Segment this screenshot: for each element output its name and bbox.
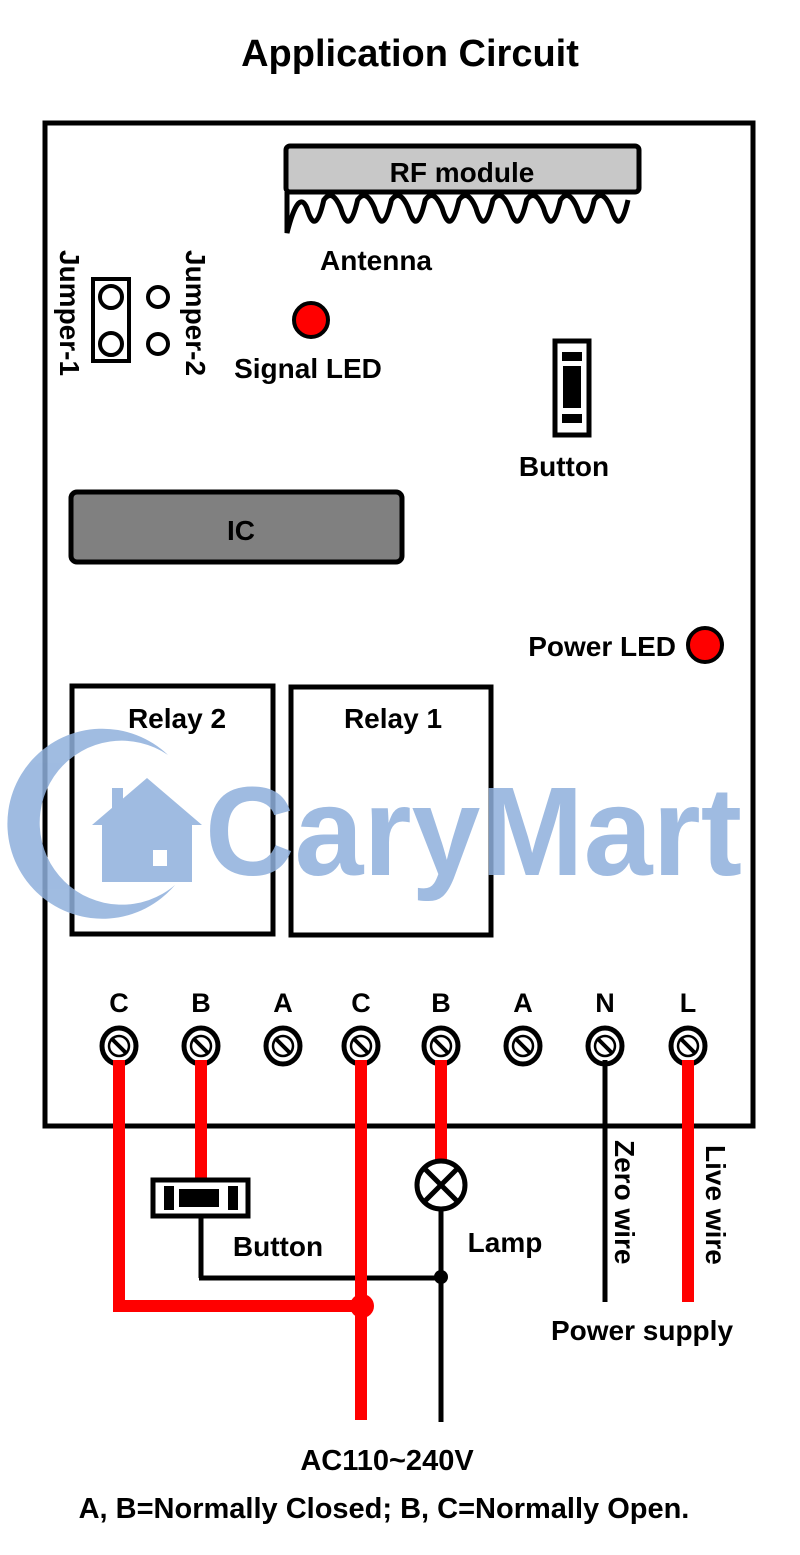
terminal-n-7: N — [585, 988, 625, 1067]
house-window-icon — [153, 850, 167, 866]
ic-label: IC — [227, 515, 255, 546]
watermark-brand: CaryMart — [205, 761, 742, 902]
jumper-2-pin-top — [146, 285, 170, 309]
external-button-contact-right — [228, 1186, 238, 1210]
screw-head-icon — [271, 1034, 295, 1058]
diagram-title: Application Circuit — [241, 33, 579, 75]
lamp-label: Lamp — [468, 1227, 543, 1258]
external-button-label: Button — [233, 1231, 323, 1262]
terminal-label: B — [431, 988, 451, 1018]
jumper-2-label: Jumper-2 — [180, 250, 211, 376]
terminal-label: A — [513, 988, 533, 1018]
terminal-a-6: A — [503, 988, 543, 1067]
terminal-label: B — [191, 988, 211, 1018]
relay-2 — [69, 683, 276, 937]
lamp-cross-b — [422, 1166, 460, 1204]
antenna-label: Antenna — [320, 245, 432, 276]
rf-module-box — [283, 143, 642, 195]
screw-slot-icon — [678, 1036, 698, 1056]
jumper-2-pin-bottom — [146, 332, 170, 356]
rf-module: RF module Antenna — [283, 143, 642, 276]
relay-1 — [288, 684, 494, 938]
jumper-1-label: Jumper-1 — [54, 250, 85, 376]
board-outline — [42, 120, 756, 1129]
screw-slot-icon — [431, 1036, 451, 1056]
terminal-label: A — [273, 988, 293, 1018]
house-logo-icon — [92, 778, 202, 882]
ac-voltage-label: AC110~240V — [300, 1445, 474, 1477]
terminal-label: L — [680, 988, 697, 1018]
jumper-1-pin-top — [98, 284, 124, 310]
power-led-icon — [686, 626, 724, 664]
board-button: Button — [519, 338, 609, 482]
terminal-label: N — [595, 988, 615, 1018]
screw-slot-icon — [595, 1036, 615, 1056]
board-button-plunger — [563, 366, 581, 408]
rf-module-label: RF module — [390, 157, 535, 188]
carymart-watermark: CaryMart — [7, 728, 742, 919]
relay-2-label: Relay 2 — [128, 703, 226, 734]
antenna-icon — [284, 192, 631, 234]
zero-wire-label: Zero wire — [609, 1140, 640, 1264]
terminal-b-5: B — [421, 988, 461, 1067]
screw-head-icon — [189, 1034, 213, 1058]
terminal-c-4: C — [341, 988, 381, 1067]
screw-slot-icon — [109, 1036, 129, 1056]
screw-slot-icon — [191, 1036, 211, 1056]
relay-1-label: Relay 1 — [344, 703, 442, 734]
external-button-contact-left — [164, 1186, 174, 1210]
jumpers: Jumper-1 Jumper-2 — [54, 250, 211, 376]
external-button-plunger — [179, 1189, 219, 1207]
watermark-swoosh-icon — [7, 728, 175, 919]
screw-slot-icon — [513, 1036, 533, 1056]
relay2-c-live-wire — [113, 1060, 362, 1312]
signal-led-label: Signal LED — [234, 353, 382, 384]
screw-head-icon — [593, 1034, 617, 1058]
board-button-contact-bottom — [562, 414, 582, 423]
terminal-label: C — [351, 988, 371, 1018]
screw-head-icon — [676, 1034, 700, 1058]
screw-slot-icon — [351, 1036, 371, 1056]
terminal-label: C — [109, 988, 129, 1018]
power-supply-label: Power supply — [551, 1315, 733, 1346]
live-wire-label: Live wire — [700, 1145, 731, 1265]
external-wiring: Button Lamp Zero wire Live wire Power su… — [113, 1060, 733, 1477]
screw-head-icon — [511, 1034, 535, 1058]
ic-chip — [68, 489, 405, 565]
power-led-label: Power LED — [528, 631, 676, 662]
jumper-1-pin-bottom — [98, 331, 124, 357]
board-button-label: Button — [519, 451, 609, 482]
screw-head-icon — [107, 1034, 131, 1058]
board-button-contact-top — [562, 352, 582, 361]
house-chimney-icon — [112, 788, 123, 810]
terminal-b-2: B — [181, 988, 221, 1067]
junction-dot-red — [350, 1294, 374, 1318]
screw-head-icon — [349, 1034, 373, 1058]
terminal-l-8: L — [668, 988, 708, 1067]
footnote: A, B=Normally Closed; B, C=Normally Open… — [79, 1493, 690, 1525]
terminal-c-1: C — [99, 988, 139, 1067]
junction-dot-black — [434, 1270, 448, 1284]
screw-slot-icon — [273, 1036, 293, 1056]
terminal-a-3: A — [263, 988, 303, 1067]
screw-head-icon — [429, 1034, 453, 1058]
jumper-1-cap — [91, 277, 131, 363]
signal-led-icon — [292, 301, 330, 339]
